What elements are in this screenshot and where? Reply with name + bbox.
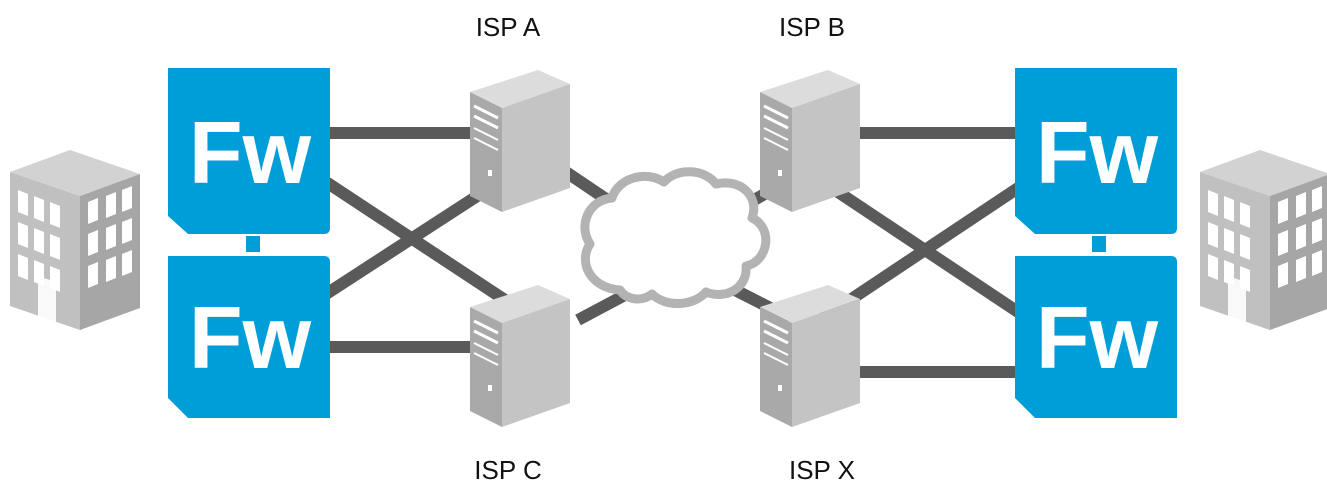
- firewall-left-top: Fw: [168, 68, 330, 234]
- firewall-icon: [168, 68, 330, 234]
- firewall-label: Fw: [1036, 103, 1159, 202]
- firewall-icon: [1015, 68, 1177, 234]
- firewall-label: Fw: [189, 288, 312, 387]
- server-icon: [758, 283, 862, 429]
- firewall-icon: [168, 256, 330, 418]
- isp-c-label: ISP C: [474, 455, 541, 484]
- firewall-label: Fw: [1036, 288, 1159, 387]
- server-icon: [758, 68, 862, 214]
- firewall-label: Fw: [189, 103, 312, 202]
- building-icon: [10, 150, 140, 330]
- isp-a-label: ISP A: [476, 12, 541, 42]
- firewall-right-bottom: Fw: [1015, 256, 1177, 418]
- link-fw-rb-isp-b: [816, 175, 1034, 325]
- link-isp-c-cloud: [575, 289, 628, 326]
- building-icon: [1200, 150, 1327, 330]
- server-icon: [468, 283, 572, 429]
- ha-link-right: [1092, 236, 1106, 252]
- firewall-left-bottom: Fw: [168, 256, 330, 418]
- ha-link-left: [246, 236, 260, 252]
- server-icon: [468, 68, 572, 214]
- isp-x-label: ISP X: [789, 455, 855, 484]
- firewall-right-top: Fw: [1015, 68, 1177, 234]
- cloud-icon: [580, 167, 771, 309]
- firewall-icon: [1015, 256, 1177, 418]
- isp-b-label: ISP B: [779, 12, 845, 42]
